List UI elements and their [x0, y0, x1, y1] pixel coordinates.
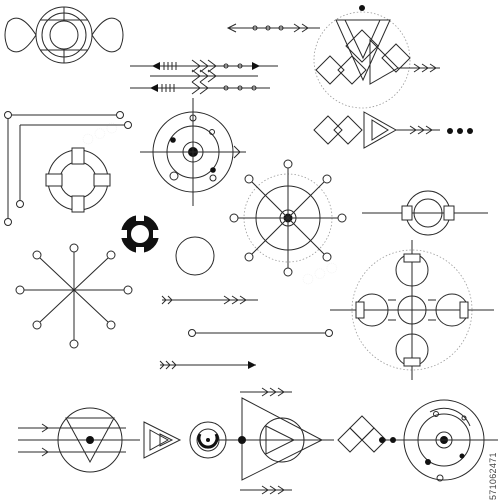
arrow-left-small [161, 295, 258, 305]
dotted-arrow-top [226, 23, 320, 33]
knot-ornament [4, 6, 124, 64]
plain-circle [175, 236, 215, 276]
triangle-diamond-emblem [313, 5, 440, 109]
solid-segmented-ring [117, 211, 163, 257]
stock-id-label: 571062471 [488, 452, 498, 500]
target-crosshair [140, 98, 246, 206]
line-with-node [188, 329, 333, 337]
star-circuit [15, 243, 133, 349]
radial-node-burst [229, 159, 347, 277]
double-arrow-set [130, 59, 278, 95]
nested-triangles [143, 421, 182, 459]
small-arc-ring [189, 421, 227, 459]
arrow-left-bottom [159, 360, 256, 370]
rune-bar-symbol [362, 190, 488, 236]
segmented-ring [45, 147, 111, 213]
diamond-triangle-arrow [313, 111, 473, 149]
corner-bracket [4, 111, 132, 226]
orbit-target-bottom [379, 399, 498, 482]
triangle-target-left [18, 407, 140, 473]
big-triangle-arrows [216, 387, 334, 495]
quatrefoil-mandala [330, 240, 494, 380]
diamond-chain [337, 415, 404, 453]
